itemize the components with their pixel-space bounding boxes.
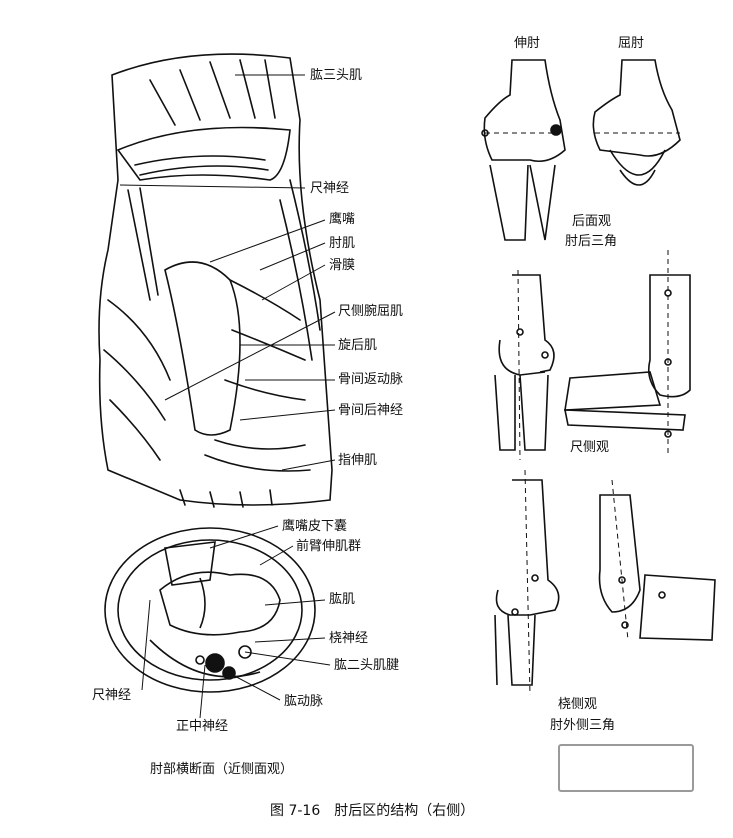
label-triceps: 肱三头肌: [310, 68, 363, 83]
label-recurrent-interosseous-artery: 骨间返动脉: [338, 372, 404, 387]
label-synovium: 滑膜: [329, 258, 356, 273]
label-ulnar-nerve-main: 尺神经: [310, 181, 350, 196]
label-olecranon-bursa: 鹰嘴皮下囊: [282, 519, 348, 534]
label-ulnar-nerve-section: 尺神经: [92, 688, 132, 703]
watermark-logo: [558, 744, 694, 792]
label-median-nerve: 正中神经: [176, 719, 229, 734]
label-brachial-artery: 肱动脉: [284, 694, 324, 709]
label-posterior-view: 后面观: [572, 214, 612, 229]
label-extension: 伸肘: [514, 36, 541, 51]
label-posterior-triangle: 肘后三角: [565, 234, 618, 249]
label-ulnar-view: 尺侧观: [570, 440, 610, 455]
label-radial-view: 桡侧观: [558, 697, 598, 712]
label-forearm-extensors: 前臂伸肌群: [296, 539, 362, 554]
cross-section-caption: 肘部横断面（近侧面观）: [150, 762, 294, 777]
label-anconeus: 肘肌: [329, 236, 356, 251]
label-brachialis: 肱肌: [329, 592, 356, 607]
figure-caption: 图 7-16 肘后区的结构（右侧）: [270, 803, 475, 819]
label-flexion: 屈肘: [618, 36, 645, 51]
label-biceps-tendon: 肱二头肌腱: [334, 658, 400, 673]
label-olecranon: 鹰嘴: [329, 212, 356, 227]
label-supinator: 旋后肌: [338, 338, 378, 353]
label-extensor-digitorum: 指伸肌: [338, 453, 378, 468]
label-radial-nerve: 桡神经: [329, 631, 369, 646]
label-lateral-triangle: 肘外侧三角: [550, 718, 616, 733]
label-posterior-interosseous-nerve: 骨间后神经: [338, 403, 404, 418]
label-fcu: 尺侧腕屈肌: [338, 304, 404, 319]
